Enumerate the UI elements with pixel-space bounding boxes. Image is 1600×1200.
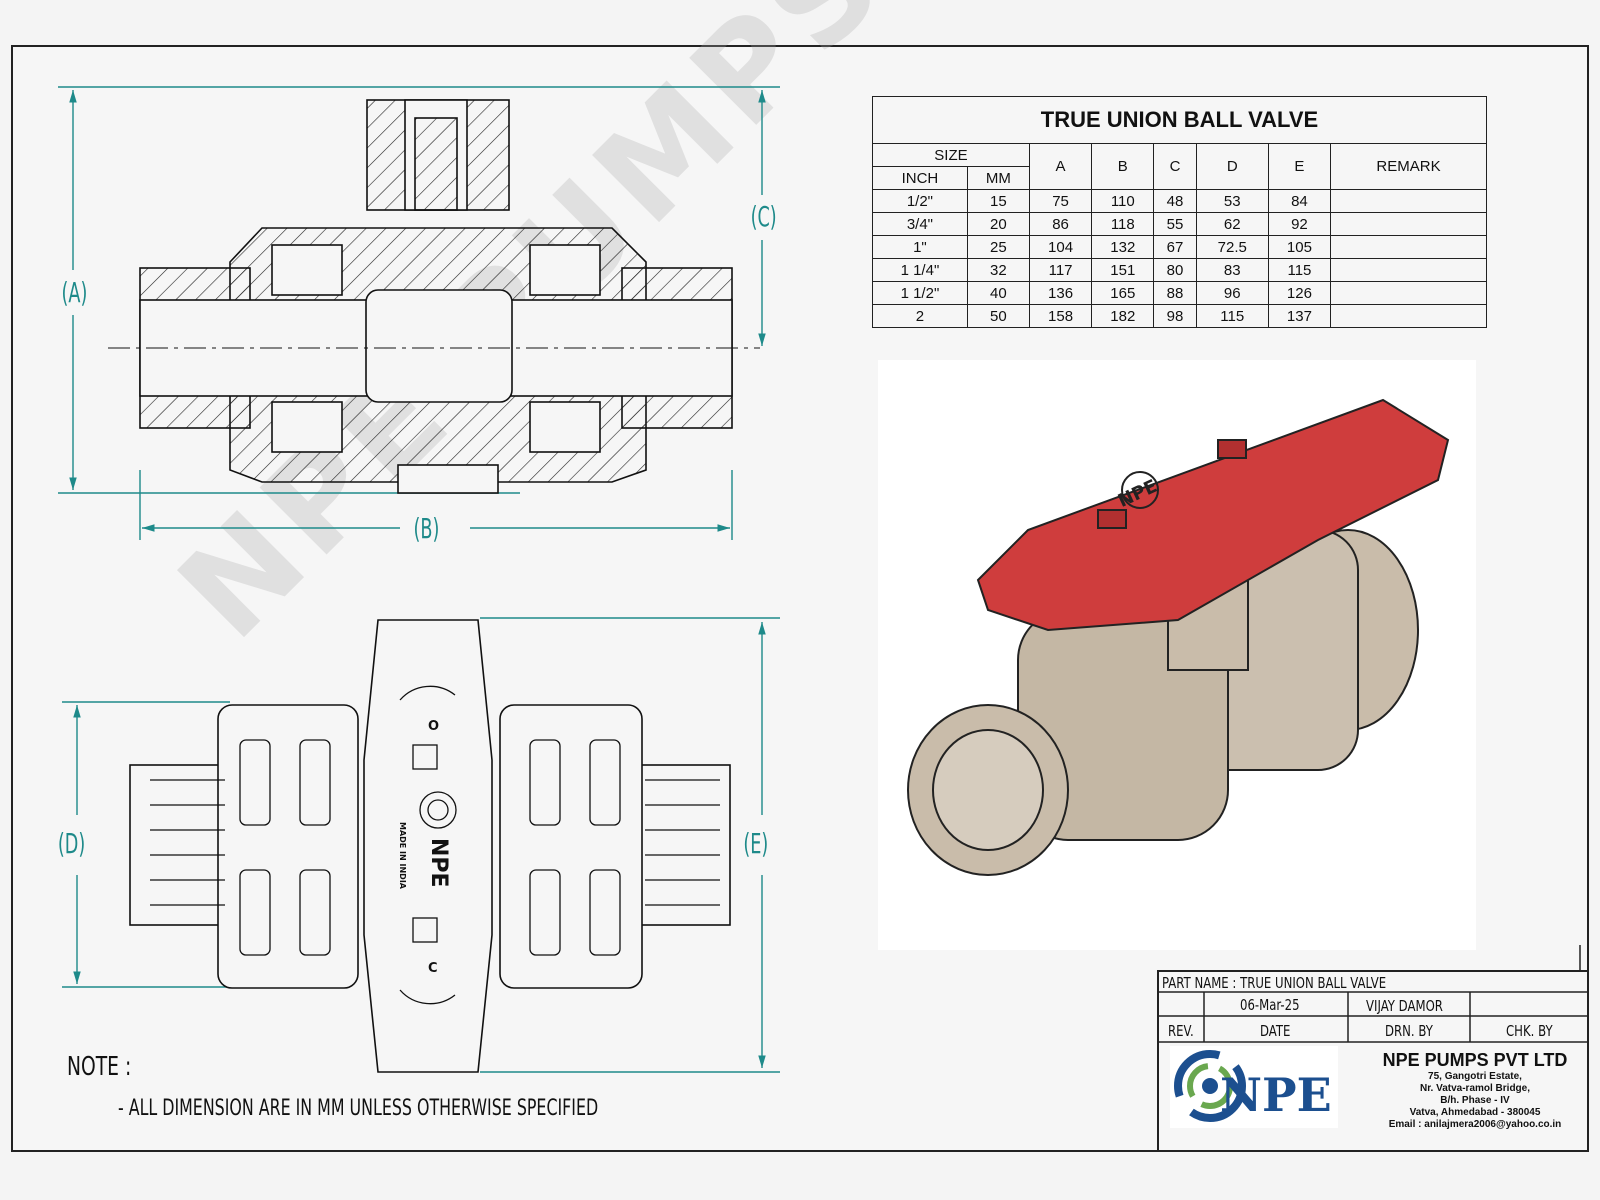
company-name: NPE PUMPS PVT LTD (1382, 1050, 1568, 1070)
rev-label: REV. (1168, 1022, 1194, 1040)
drn-label: DRN. BY (1385, 1022, 1433, 1040)
col-a-header: A (1028, 143, 1093, 190)
table-title: TRUE UNION BALL VALVE (872, 96, 1487, 144)
part-name: PART NAME : TRUE UNION BALL VALVE (1162, 974, 1387, 992)
section-view (108, 99, 760, 494)
date-value: 06-Mar-25 (1240, 996, 1300, 1014)
address-line: B/h. Phase - IV (1440, 1095, 1510, 1106)
address-line: Nr. Vatva-ramol Bridge, (1419, 1083, 1531, 1094)
dim-d-label: (D) (57, 827, 86, 860)
remark-header: REMARK (1330, 143, 1487, 190)
title-block (1157, 970, 1587, 1152)
close-mark: C (428, 961, 438, 976)
dimension-lines (58, 86, 780, 1073)
logo-mark-icon (1174, 1050, 1246, 1122)
size-header: SIZE (872, 143, 1030, 167)
address-line: 75, Gangotri Estate, (1428, 1071, 1522, 1082)
ball-valve-image: NPE (907, 398, 1450, 876)
col-c-header: C (1153, 143, 1197, 190)
col-d-header: D (1195, 143, 1269, 190)
company-info: NPE PUMPS PVT LTD 75, Gangotri Estate, N… (1370, 1050, 1580, 1131)
top-view (129, 619, 731, 1073)
note-text: - ALL DIMENSION ARE IN MM UNLESS OTHERWI… (118, 1096, 599, 1121)
logo-text: NPE (1220, 1068, 1332, 1122)
handle-logo: NPE (426, 838, 451, 888)
company-logo: NPE (1170, 1046, 1338, 1128)
dim-b-label: (B) (413, 512, 440, 545)
note-title: NOTE : (67, 1052, 132, 1082)
dim-e-label: (E) (743, 827, 769, 860)
dim-a-label: (A) (61, 276, 88, 309)
col-e-header: E (1267, 143, 1332, 190)
email-line: Email : anilajmera2006@yahoo.co.in (1388, 1119, 1562, 1130)
drawn-by-value: VIJAY DAMOR (1366, 997, 1443, 1015)
date-label: DATE (1260, 1022, 1291, 1040)
chk-label: CHK. BY (1506, 1022, 1553, 1040)
address-line: Vatva, Ahmedabad - 380045 (1409, 1107, 1541, 1118)
open-mark: O (428, 719, 439, 734)
spec-table: TRUE UNION BALL VALVE SIZE A B C D E REM… (872, 96, 1487, 328)
inch-header: INCH (872, 166, 968, 190)
handle-markings: O C NPE MADE IN INDIA (398, 719, 451, 976)
handle-text: MADE IN INDIA (398, 822, 407, 890)
dim-c-label: (C) (750, 200, 777, 233)
product-render: NPE (878, 360, 1476, 950)
